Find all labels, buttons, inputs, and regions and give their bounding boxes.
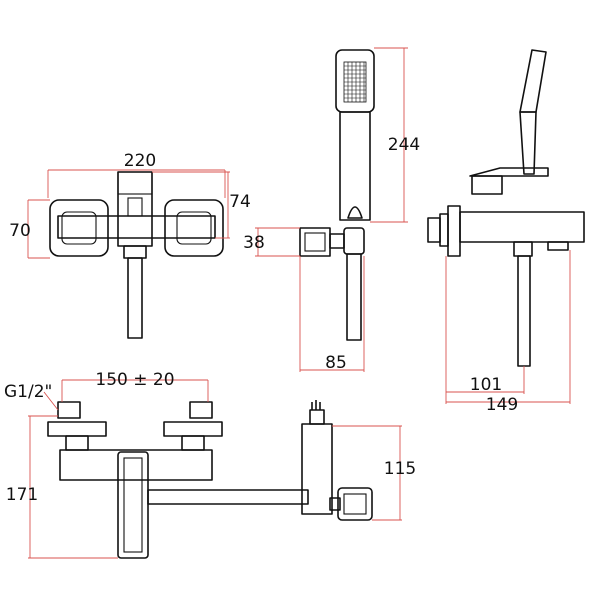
dim-74-label: 74: [229, 192, 251, 212]
dim-101-label: 101: [470, 375, 502, 395]
hose-connector-column: [301, 423, 333, 515]
dim-220-label: 220: [124, 151, 156, 171]
right-eccentric-plate-inner: [176, 211, 212, 245]
dim-115-label: 115: [384, 459, 416, 479]
outlet-top: [123, 245, 147, 259]
side-spout-tip: [547, 241, 569, 251]
left-connector: [65, 435, 89, 451]
hose-connector-thread-icon: [311, 400, 321, 410]
handshower-hose: [346, 253, 362, 341]
side-mixer-body: [459, 211, 585, 243]
diverter-pipe: [147, 489, 309, 505]
right-rosette: [163, 421, 223, 437]
dim-244-label: 244: [388, 135, 420, 155]
mixer-body-top: [57, 215, 216, 239]
dim-38-label: 38: [243, 233, 265, 253]
bracket-front: [337, 487, 373, 521]
dim-150-label: 150 ± 20: [95, 370, 174, 390]
lever-front: [117, 451, 149, 559]
side-inlet: [427, 217, 441, 243]
side-lever-neck: [471, 175, 503, 195]
handshower-grip: [347, 206, 363, 219]
side-eccentric: [439, 213, 449, 247]
side-handshower-handle: [519, 111, 537, 175]
front-view: 150 ± 20 G1/2" 171 115: [4, 370, 416, 559]
bracket-front-inner: [343, 493, 367, 515]
lever-top: [117, 171, 153, 247]
mixer-body-front: [59, 449, 213, 481]
wall-bracket-inner: [304, 232, 326, 252]
handshower-handle: [339, 111, 371, 221]
side-hose: [517, 255, 531, 367]
hose-connector-top: [309, 409, 325, 425]
dim-thread-leader: [43, 391, 59, 411]
top-view: 220 70 74: [9, 151, 251, 339]
dim-85-label: 85: [325, 353, 347, 373]
handshower-view: 244 38 85: [243, 47, 420, 373]
bracket-holder: [343, 227, 365, 255]
side-wall-rosette: [447, 205, 461, 257]
left-rosette: [47, 421, 107, 437]
handshower-nozzle-grid: [343, 61, 367, 103]
side-outlet: [513, 241, 533, 257]
right-inlet-nut: [189, 401, 213, 419]
right-eccentric-plate: [164, 199, 224, 257]
dim-thread-label: G1/2": [4, 382, 52, 402]
lever-cap-top: [117, 171, 153, 195]
hose-top: [127, 257, 143, 339]
lever-slot-top: [127, 197, 143, 217]
bracket-front-link: [329, 497, 341, 511]
dim-70-label: 70: [9, 221, 31, 241]
handshower-head: [335, 49, 375, 113]
dim-149-label: 149: [486, 395, 518, 415]
left-eccentric-plate: [49, 199, 109, 257]
side-handshower-head: [519, 49, 547, 113]
lever-face-front: [123, 457, 143, 553]
left-eccentric-plate-inner: [61, 211, 97, 245]
bracket-arm: [329, 233, 345, 249]
right-connector: [181, 435, 205, 451]
left-inlet-nut: [57, 401, 81, 419]
side-lever: [469, 167, 549, 177]
side-view: 101 149: [427, 49, 585, 415]
dim-171-label: 171: [6, 485, 38, 505]
